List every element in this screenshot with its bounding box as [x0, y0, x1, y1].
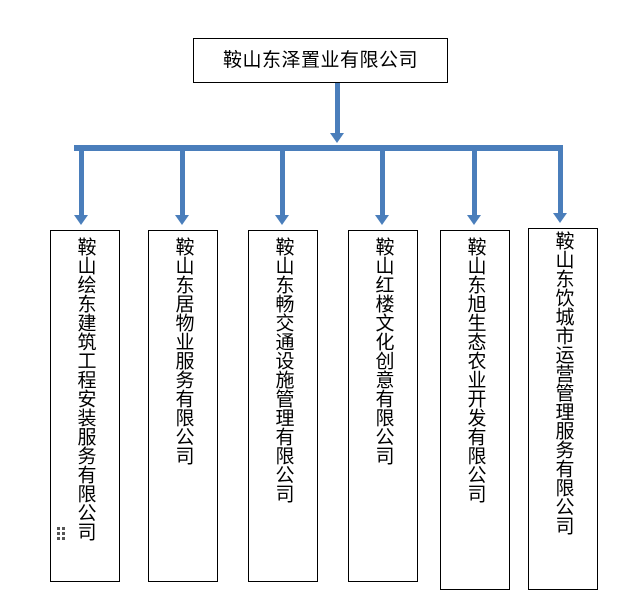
connector-root-arrowhead: [330, 133, 344, 143]
connector-branch-2: [180, 145, 185, 217]
root-node-label: 鞍山东泽置业有限公司: [222, 49, 418, 72]
child-node-2[interactable]: 鞍山东居物业服务有限公司: [148, 230, 218, 582]
connector-branch-6-arrowhead: [553, 213, 567, 223]
connector-branch-5-arrowhead: [467, 215, 481, 225]
child-node-1-label: 鞍山绘东建筑工程安装服务有限公司: [74, 237, 97, 541]
root-node[interactable]: 鞍山东泽置业有限公司: [193, 38, 448, 83]
connector-branch-4: [380, 145, 385, 217]
child-node-6[interactable]: 鞍山东饮城市运营管理服务有限公司: [528, 228, 598, 590]
child-node-4[interactable]: 鞍山红楼文化创意有限公司: [348, 230, 418, 582]
resize-handle-dots-icon: [57, 527, 65, 540]
connector-branch-2-arrowhead: [175, 215, 189, 225]
child-node-5-label: 鞍山东旭生态农业开发有限公司: [464, 237, 487, 503]
child-node-4-label: 鞍山红楼文化创意有限公司: [372, 237, 395, 465]
connector-branch-1: [79, 145, 84, 217]
connector-branch-5: [472, 145, 477, 217]
connector-branch-3-arrowhead: [275, 215, 289, 225]
child-node-1[interactable]: 鞍山绘东建筑工程安装服务有限公司: [50, 230, 120, 582]
connector-branch-4-arrowhead: [375, 215, 389, 225]
child-node-2-label: 鞍山东居物业服务有限公司: [172, 237, 195, 465]
child-node-3-label: 鞍山东畅交通设施管理有限公司: [272, 237, 295, 503]
connector-root-stem: [335, 83, 340, 139]
connector-horizontal-bus: [74, 145, 563, 151]
connector-branch-6: [558, 145, 563, 215]
connector-branch-3: [280, 145, 285, 217]
connector-branch-1-arrowhead: [74, 215, 88, 225]
child-node-3[interactable]: 鞍山东畅交通设施管理有限公司: [248, 230, 318, 582]
child-node-6-label: 鞍山东饮城市运营管理服务有限公司: [552, 231, 575, 535]
child-node-5[interactable]: 鞍山东旭生态农业开发有限公司: [440, 230, 510, 590]
